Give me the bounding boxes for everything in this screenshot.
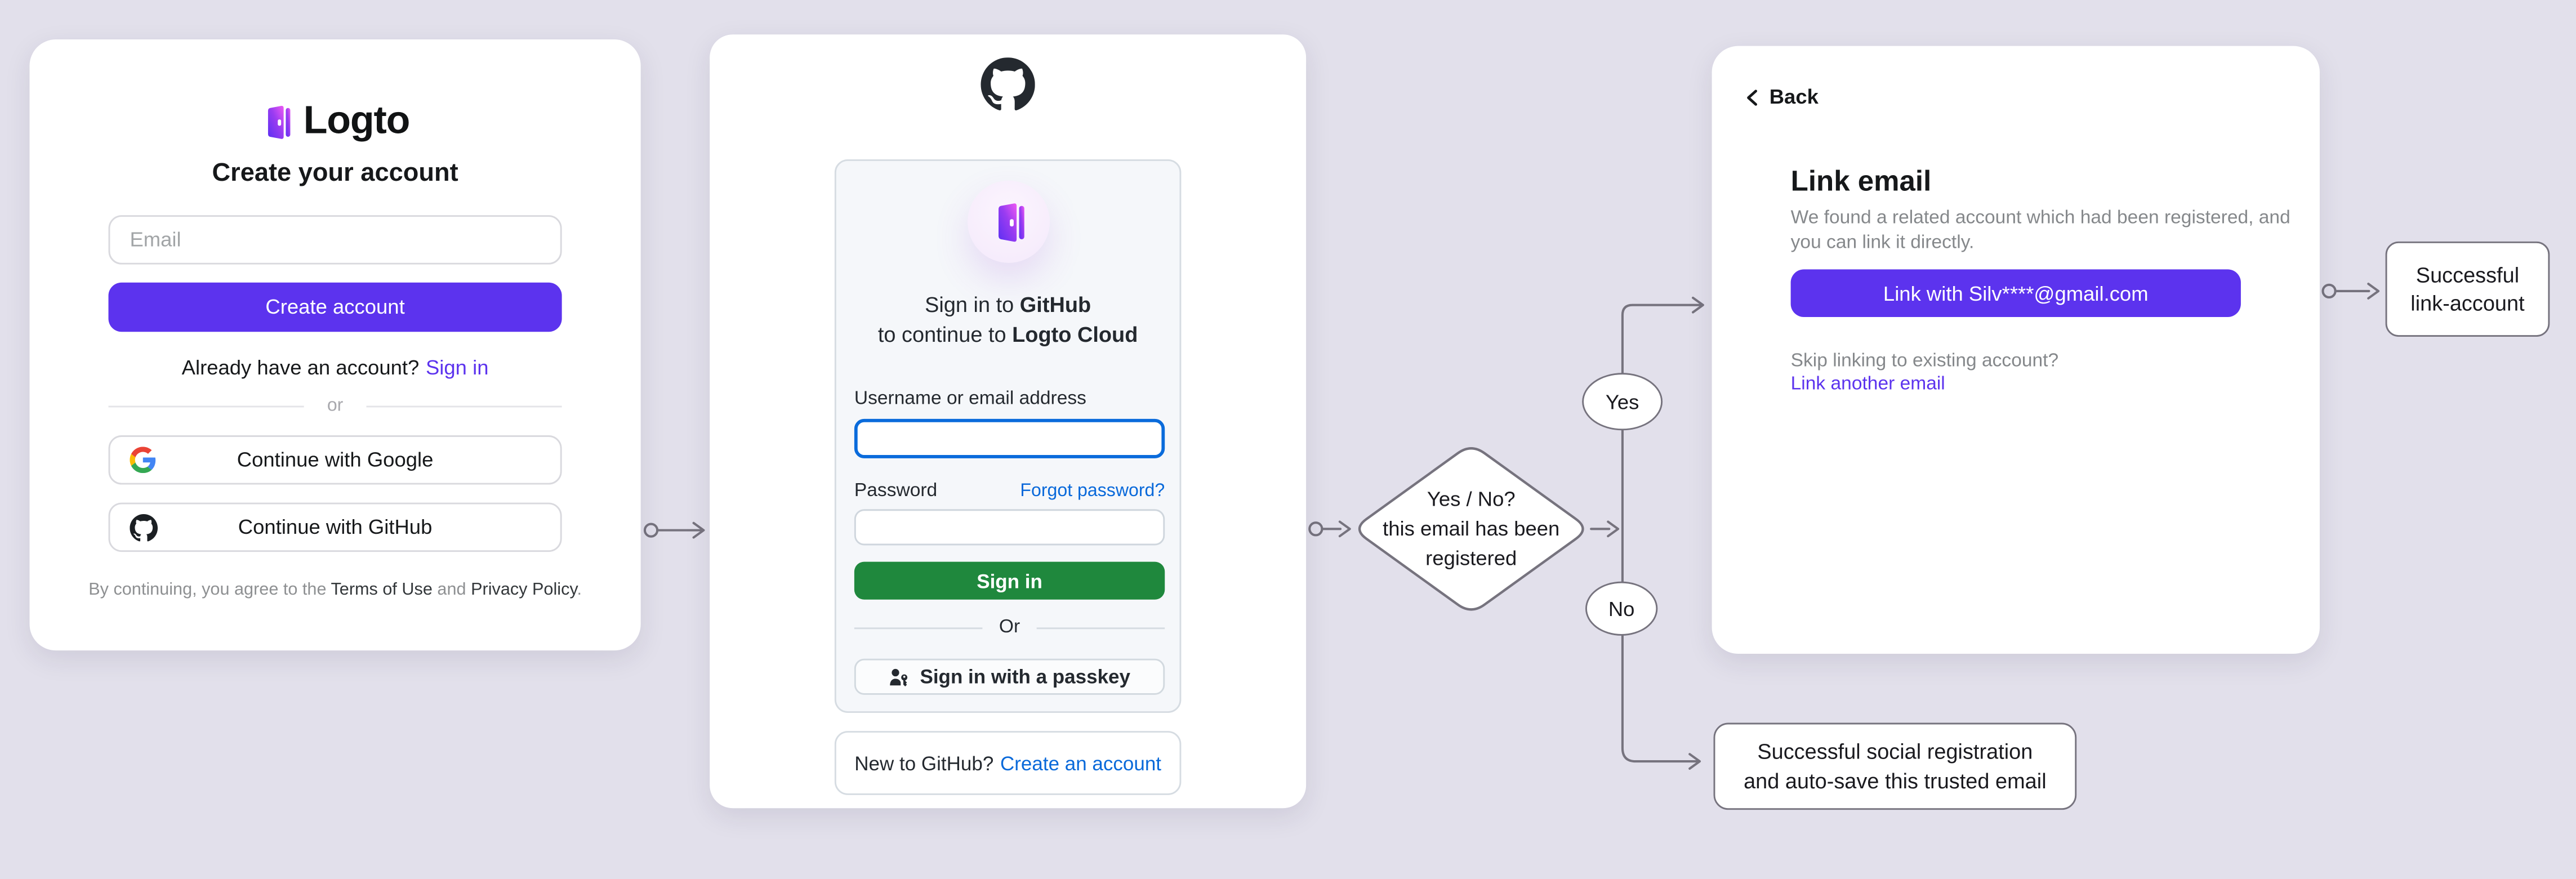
terms-prefix: By continuing, you agree to the [88,579,331,600]
continue-with-google-button[interactable]: Continue with Google [108,435,562,485]
email-field[interactable] [108,215,562,265]
divider-line [108,405,304,407]
password-input[interactable] [854,509,1165,546]
chevron-left-icon [1745,88,1759,106]
continue-with-github-label: Continue with GitHub [238,515,433,539]
link-email-description: We found a related account which had bee… [1791,207,2290,255]
github-create-account-link[interactable]: Create an account [1000,751,1162,775]
continue-with-google-label: Continue with Google [237,448,434,472]
decision-line: registered [1425,547,1517,570]
continue-with-github-button[interactable]: Continue with GitHub [108,502,562,552]
terms-of-use-link[interactable]: Terms of Use [331,579,433,600]
or-divider: Or [854,618,1165,637]
divider-line [854,626,983,628]
description-line: you can link it directly. [1790,232,1975,252]
link-email-card: Back Link email We found a related accou… [1712,46,2320,654]
logto-signup-card: Logto Create your account Create account… [29,39,641,651]
oauth-heading-line2: to continue to Logto Cloud [836,322,1180,347]
signin-prompt-row: Already have an account?Sign in [30,356,641,380]
divider-line [366,405,562,407]
yes-branch-node: Yes [1582,373,1663,431]
decision-line: Yes / No? [1427,488,1516,511]
outcome-line: link-account [2410,291,2525,316]
arrowhead-icon [1338,520,1351,538]
logto-wordmark: Logto [303,99,411,143]
divider-text: Or [999,617,1020,637]
decision-node-label: Yes / No? this email has been registered [1352,444,1590,614]
password-label: Password [854,481,938,501]
link-with-email-button[interactable]: Link with Silv****@gmail.com [1790,269,2241,318]
username-input[interactable] [854,418,1165,458]
no-branch-node: No [1585,581,1658,636]
heading-bold: Logto Cloud [1012,322,1138,347]
connector-start-circle [643,523,659,538]
heading-prefix: to continue to [877,322,1013,347]
github-signin-card: Sign in to GitHub to continue to Logto C… [710,34,1307,809]
password-label-row: Password Forgot password? [854,481,1165,501]
connector-start-circle [2321,283,2337,299]
heading-prefix: Sign in to [925,292,1020,318]
link-another-email-link[interactable]: Link another email [1790,374,1945,395]
new-to-github-text: New to GitHub? [854,751,994,775]
passkey-signin-button[interactable]: Sign in with a passkey [854,658,1165,695]
logto-door-icon [261,102,292,140]
description-line: We found a related account which had bee… [1790,208,2290,229]
outcome-link-account-node: Successful link-account [2385,241,2550,337]
oauth-heading-line1: Sign in to GitHub [836,292,1180,317]
or-divider: or [108,396,562,416]
github-signin-button[interactable]: Sign in [854,561,1165,600]
github-icon [130,513,158,542]
yes-no-branch-line [1621,304,1704,763]
privacy-policy-link[interactable]: Privacy Policy [471,579,577,600]
logto-app-badge [966,180,1049,263]
decision-line: this email has been [1383,517,1560,541]
forgot-password-link[interactable]: Forgot password? [1020,481,1165,501]
heading-bold: GitHub [1019,292,1091,318]
arrowhead-icon [1688,753,1701,770]
arrowhead-icon [1607,520,1620,538]
signin-link[interactable]: Sign in [425,356,489,380]
passkey-button-label: Sign in with a passkey [920,665,1131,689]
person-key-icon [889,666,910,688]
oauth-panel: Sign in to GitHub to continue to Logto C… [834,159,1182,713]
skip-linking-text: Skip linking to existing account? [1790,351,2059,372]
link-email-title: Link email [1790,164,1932,198]
back-button[interactable]: Back [1745,86,1819,109]
signin-prompt: Already have an account? [181,356,420,380]
back-label: Back [1769,85,1819,109]
terms-suffix: . [577,579,582,600]
create-account-button[interactable]: Create account [108,282,562,332]
outcome-line: Successful social registration [1757,739,2033,764]
username-label: Username or email address [854,389,1086,409]
arrowhead-icon [2367,283,2380,300]
arrowhead-icon [1692,296,1704,314]
logto-brand: Logto [30,99,641,145]
outcome-social-registration-node: Successful social registration and auto-… [1713,722,2077,810]
divider-line [1036,626,1165,628]
divider-text: or [327,396,344,416]
terms-notice: By continuing, you agree to the Terms of… [30,580,641,600]
create-account-box: New to GitHub? Create an account [834,731,1182,795]
terms-and: and [432,579,471,600]
arrowhead-icon [692,521,705,539]
github-logo-icon [710,57,1306,111]
google-g-icon [130,447,156,474]
outcome-line: and auto-save this trusted email [1744,768,2047,793]
outcome-line: Successful [2415,262,2520,287]
page-title: Create your account [212,159,458,188]
connector-start-circle [1308,521,1323,537]
